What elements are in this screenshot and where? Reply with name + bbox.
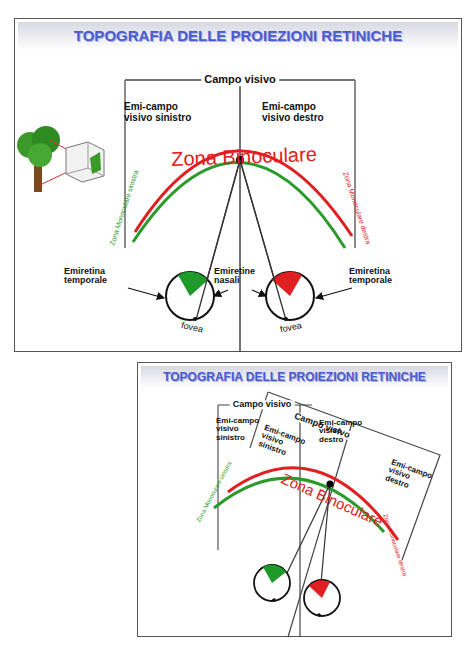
visual-axis bbox=[240, 160, 286, 320]
right-eye-cap bbox=[309, 580, 330, 598]
diagram-label: Emi-campo visivo destro bbox=[319, 419, 365, 444]
tree-foliage bbox=[17, 132, 43, 158]
leader-arrow bbox=[128, 288, 164, 298]
projection-cube bbox=[66, 142, 104, 182]
fixation-point bbox=[327, 481, 334, 488]
tree-foliage bbox=[28, 143, 52, 167]
leader-arrow bbox=[316, 288, 352, 298]
panel-box: TOPOGRAFIA DELLE PROIEZIONI RETINICHE bbox=[137, 362, 452, 637]
visual-axis bbox=[240, 160, 286, 320]
projection-ray bbox=[40, 165, 82, 185]
visual-axis bbox=[196, 160, 240, 320]
projected-image bbox=[90, 152, 101, 174]
tree-trunk bbox=[34, 160, 42, 192]
diagram-label: Campo visivo bbox=[201, 74, 279, 86]
panel-box: TOPOGRAFIA DELLE PROIEZIONI RETINICHE bbox=[14, 18, 462, 352]
panel-title: TOPOGRAFIA DELLE PROIEZIONI RETINICHE bbox=[141, 366, 448, 388]
left-eye bbox=[166, 272, 214, 320]
fovea-mark bbox=[284, 317, 288, 321]
fovea-mark bbox=[193, 317, 197, 321]
fovea-mark bbox=[317, 613, 321, 617]
left-eye bbox=[254, 565, 290, 601]
leader-arrow bbox=[214, 290, 228, 296]
tree-foliage bbox=[32, 126, 60, 154]
rotated-field-bracket bbox=[268, 392, 440, 560]
fovea-mark bbox=[272, 598, 276, 602]
right-eye bbox=[304, 580, 340, 616]
diagram-label: Emiretina temporale bbox=[64, 267, 136, 286]
diagram-label: Emiretina temporale bbox=[349, 267, 415, 286]
left-eye-cap bbox=[263, 565, 286, 583]
panel-title: TOPOGRAFIA DELLE PROIEZIONI RETINICHE bbox=[18, 22, 458, 50]
right-eye-cap bbox=[272, 272, 302, 296]
rotated-midline bbox=[288, 423, 352, 637]
diagram-label: Emi-campo visivo destro bbox=[262, 102, 334, 123]
diagram-label: Emiretine nasali bbox=[214, 267, 266, 286]
midline bbox=[239, 80, 241, 352]
leader-arrow bbox=[252, 290, 266, 296]
diagram-label: Emi-campo visivo sinistro bbox=[124, 102, 196, 123]
diagram-label: Campo visivo bbox=[230, 400, 295, 409]
projection-cube-edge bbox=[66, 142, 104, 176]
field-bracket bbox=[354, 80, 356, 248]
visual-axis bbox=[196, 160, 240, 320]
left-eye-cap bbox=[178, 272, 208, 296]
right-eye bbox=[266, 272, 314, 320]
left-eye-field-arc bbox=[133, 162, 345, 248]
right-eye-field-arc bbox=[228, 468, 398, 540]
projection-ray bbox=[50, 140, 82, 158]
